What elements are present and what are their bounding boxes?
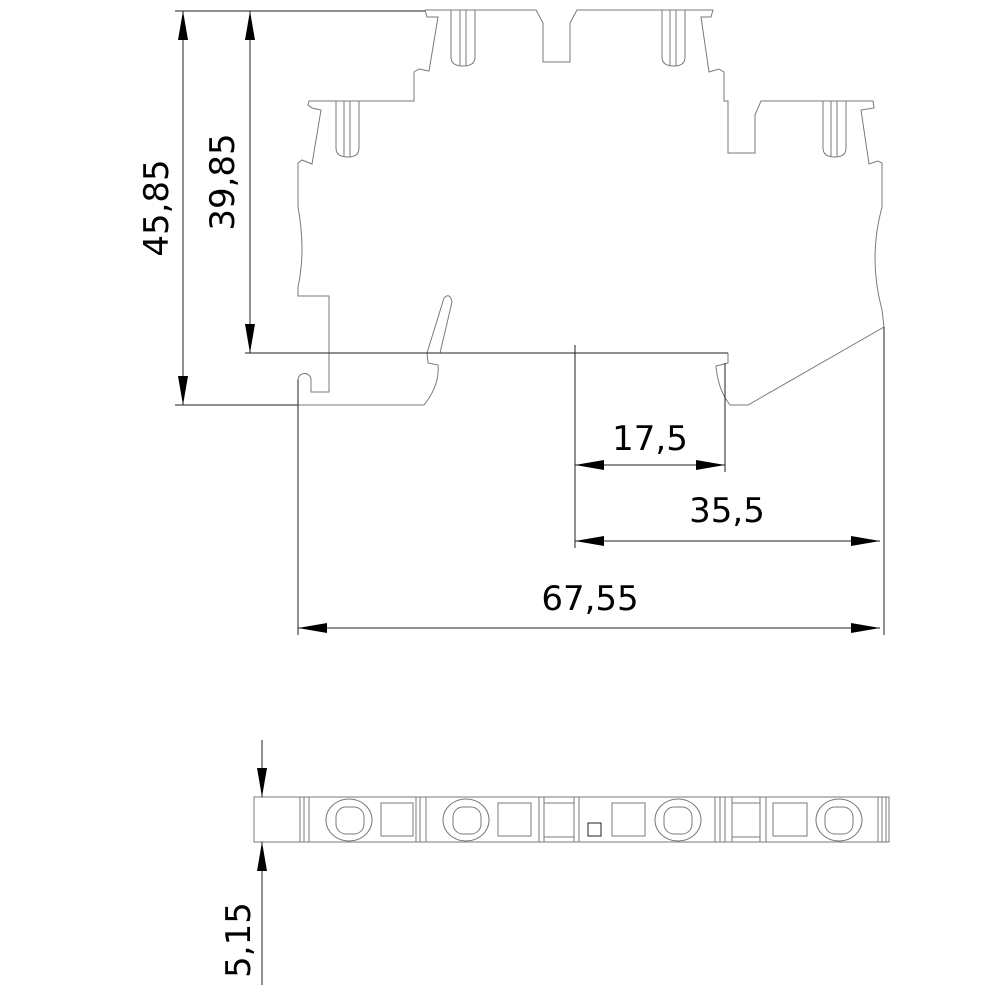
dim-thickness: 5,15 bbox=[219, 902, 259, 978]
top-view bbox=[253, 740, 890, 985]
top-view-outline bbox=[253, 796, 890, 843]
screw-openings bbox=[325, 798, 863, 842]
dim-overall-width: 67,55 bbox=[541, 579, 638, 619]
dim-body-height: 39,85 bbox=[203, 133, 243, 230]
front-view bbox=[297, 9, 885, 406]
pin bbox=[822, 101, 847, 158]
dim-offset-small: 17,5 bbox=[612, 419, 688, 459]
dimension-lines bbox=[175, 10, 885, 635]
test-openings bbox=[380, 802, 808, 837]
dim-offset-large: 35,5 bbox=[689, 491, 765, 531]
terminal-block-outline bbox=[297, 9, 885, 406]
pin bbox=[661, 10, 686, 67]
pin bbox=[335, 101, 360, 158]
terminal-pins bbox=[335, 10, 847, 158]
pin bbox=[450, 10, 476, 67]
dim-overall-height: 45,85 bbox=[137, 159, 177, 256]
